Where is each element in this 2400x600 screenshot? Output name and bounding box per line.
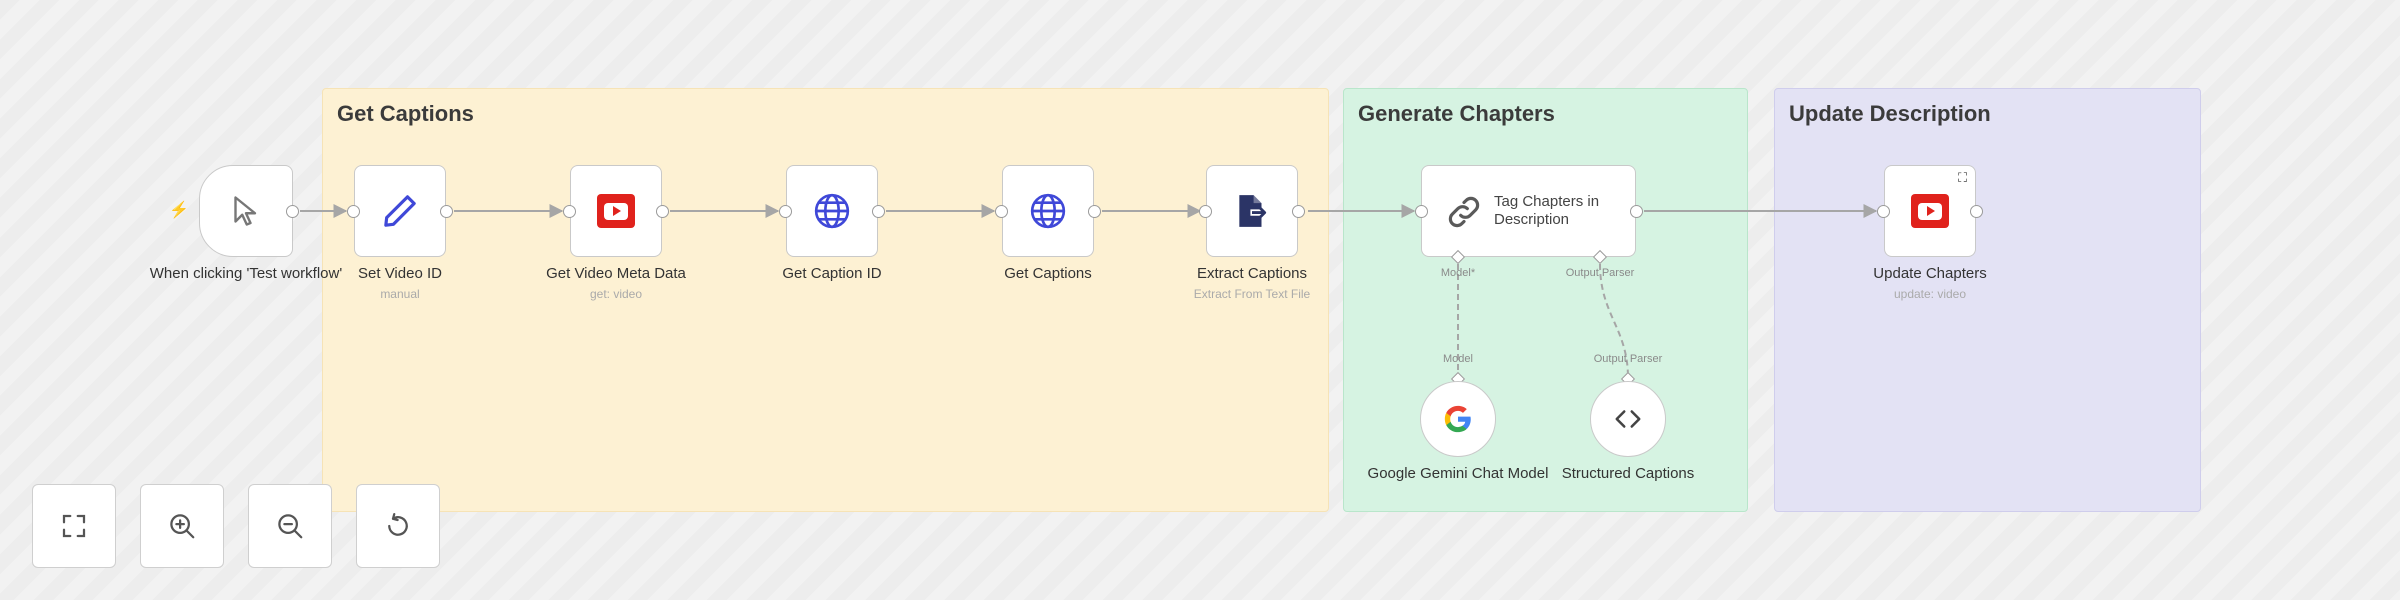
input-port[interactable] (1415, 205, 1428, 218)
node-extract-captions[interactable] (1206, 165, 1298, 257)
file-export-icon (1239, 195, 1267, 227)
node-get-captions[interactable] (1002, 165, 1094, 257)
youtube-icon (597, 194, 635, 228)
fit-view-button[interactable] (32, 484, 116, 568)
node-label: Tag Chapters in Description (1494, 193, 1600, 228)
zoom-out-button[interactable] (248, 484, 332, 568)
node-manual-trigger[interactable] (199, 165, 293, 257)
node-subtitle: update: video (1893, 287, 1967, 301)
code-icon (1615, 410, 1641, 428)
node-subtitle: manual (380, 287, 420, 301)
output-port[interactable] (1088, 205, 1101, 218)
reset-zoom-button[interactable] (356, 484, 440, 568)
sticky-title: Get Captions (337, 101, 474, 126)
input-port[interactable] (563, 205, 576, 218)
node-label: Get Video Meta Data (546, 265, 686, 282)
sub-connection-line[interactable] (1599, 263, 1629, 379)
node-label: Set Video ID (358, 265, 442, 282)
input-port[interactable] (1877, 205, 1890, 218)
handle-label-output-parser: Output Parser (1565, 267, 1635, 279)
node-structured-captions[interactable] (1590, 381, 1666, 457)
sticky-title: Generate Chapters (1358, 101, 1555, 126)
output-port[interactable] (1970, 205, 1983, 218)
node-label: Google Gemini Chat Model (1367, 465, 1549, 482)
fit-view-icon (62, 514, 86, 538)
node-subtitle: Extract From Text File (1193, 287, 1311, 301)
output-port[interactable] (872, 205, 885, 218)
trigger-bolt-icon: ⚡ (169, 202, 189, 219)
zoom-in-button[interactable] (140, 484, 224, 568)
output-port[interactable] (656, 205, 669, 218)
handle-label-output-parser: Output Parser (1593, 353, 1663, 365)
zoom-in-icon (170, 514, 195, 539)
zoom-out-icon (278, 514, 303, 539)
input-port[interactable] (347, 205, 360, 218)
globe-icon (814, 193, 850, 229)
node-get-caption-id[interactable] (786, 165, 878, 257)
input-port[interactable] (1199, 205, 1212, 218)
input-port[interactable] (779, 205, 792, 218)
node-label: Get Captions (1004, 265, 1092, 282)
node-subtitle: get: video (589, 287, 643, 301)
node-label: Structured Captions (1561, 465, 1695, 482)
youtube-icon (1911, 194, 1949, 228)
sticky-note-get-captions[interactable]: Get Captions (322, 88, 1329, 512)
link-icon (1448, 196, 1480, 228)
output-port[interactable] (1292, 205, 1305, 218)
sticky-note-generate-chapters[interactable]: Generate Chapters (1343, 88, 1748, 512)
output-port[interactable] (286, 205, 299, 218)
node-set-video-id[interactable] (354, 165, 446, 257)
google-icon (1444, 405, 1471, 433)
output-port[interactable] (440, 205, 453, 218)
node-google-gemini-chat-model[interactable] (1420, 381, 1496, 457)
mouse-pointer-icon (234, 196, 257, 226)
reset-zoom-icon (388, 513, 408, 536)
sticky-note-update-description[interactable]: Update Description (1774, 88, 2201, 512)
node-label: Get Caption ID (782, 265, 882, 282)
handle-label-model: Model (1443, 353, 1473, 365)
output-port[interactable] (1630, 205, 1643, 218)
input-port[interactable] (995, 205, 1008, 218)
node-label: Update Chapters (1873, 265, 1987, 282)
node-tag-chapters[interactable]: Tag Chapters in Description (1421, 165, 1636, 257)
globe-icon (1030, 193, 1066, 229)
expand-icon[interactable]: ⛶ (1958, 170, 1968, 185)
node-get-video-meta-data[interactable] (570, 165, 662, 257)
sticky-title: Update Description (1789, 101, 1991, 126)
handle-label-model: Model* (1440, 267, 1476, 279)
node-label: When clicking 'Test workflow' (149, 265, 343, 282)
pencil-icon (384, 195, 416, 227)
node-label: Extract Captions (1196, 265, 1308, 282)
